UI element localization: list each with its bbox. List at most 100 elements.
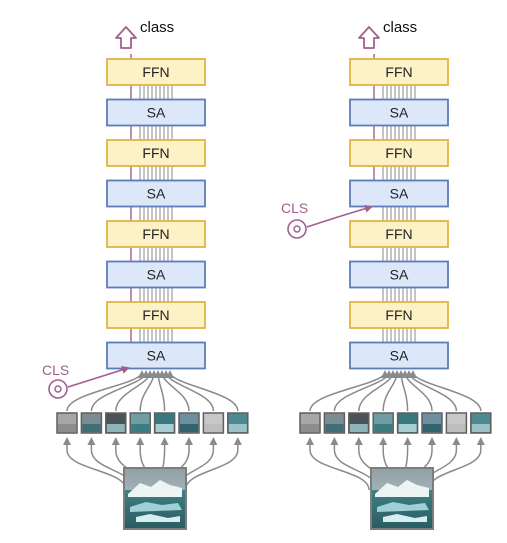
image-patch: [299, 412, 321, 434]
block-label: SA: [390, 348, 409, 364]
left-output: class: [115, 19, 174, 49]
sa-block: SA: [349, 341, 449, 370]
image-patch: [202, 412, 225, 434]
patch-to-sa-arrow: [139, 370, 158, 412]
sa-block: SA: [106, 98, 206, 127]
block-box: [349, 301, 449, 329]
right-patches: [299, 412, 492, 434]
patch-to-sa-arrow: [66, 370, 146, 412]
block-box: [106, 179, 206, 208]
block-box: [349, 98, 449, 127]
block-box: [106, 139, 206, 167]
block-label: FFN: [385, 307, 412, 323]
block-label: SA: [147, 267, 166, 283]
concentric-circle-icon-inner: [293, 225, 301, 233]
right-input-image: [370, 467, 434, 530]
image-patch: [80, 412, 103, 434]
block-label: SA: [390, 105, 409, 121]
block-label: FFN: [142, 226, 169, 242]
patch-to-sa-arrow: [90, 370, 150, 412]
ffn-block: FFN: [349, 301, 449, 329]
image-to-patch-arrow: [184, 437, 242, 491]
left-cls-label: CLS: [42, 362, 69, 378]
image-patch: [372, 412, 394, 434]
patch-to-sa-arrow: [382, 370, 401, 412]
patch-to-sa-arrow: [166, 370, 239, 412]
ffn-block: FFN: [106, 220, 206, 248]
block-box: [349, 341, 449, 370]
right-cls-arrow: [306, 204, 373, 228]
image-patch: [445, 412, 468, 434]
block-box: [106, 341, 206, 370]
patch-to-sa-arrow: [162, 370, 215, 412]
image-patch: [105, 412, 127, 434]
patch-to-sa-arrow: [358, 370, 397, 412]
ffn-block: FFN: [106, 301, 206, 329]
block-label: SA: [390, 186, 409, 202]
block-label: SA: [147, 105, 166, 121]
right-class-label: class: [383, 19, 417, 36]
image-patch: [153, 412, 176, 434]
block-label: SA: [147, 186, 166, 202]
sa-block: SA: [106, 260, 206, 289]
patch-to-sa-arrow: [115, 370, 154, 412]
left-blocks: FFN SA FFN SA FFN SA FFN SA: [106, 58, 206, 370]
ffn-block: FFN: [106, 58, 206, 86]
block-label: FFN: [142, 64, 169, 80]
left-class-label: class: [140, 19, 174, 36]
hollow-up-arrow-icon: [358, 26, 380, 49]
ffn-block: FFN: [349, 220, 449, 248]
right-cls-label: CLS: [281, 200, 308, 216]
image-to-patch-arrow: [63, 437, 127, 491]
block-label: SA: [147, 348, 166, 364]
patch-to-sa-arrow: [409, 370, 482, 412]
image-patch: [323, 412, 346, 434]
patch-to-sa-arrow: [333, 370, 393, 412]
block-label: FFN: [142, 145, 169, 161]
sa-block: SA: [349, 98, 449, 127]
concentric-circle-icon: [48, 379, 68, 399]
block-box: [349, 260, 449, 289]
image-patch: [470, 412, 492, 434]
block-label: FFN: [385, 226, 412, 242]
block-box: [106, 220, 206, 248]
image-patch: [178, 412, 200, 434]
patch-to-sa-arrow: [405, 370, 458, 412]
sa-block: SA: [349, 260, 449, 289]
ffn-block: FFN: [106, 139, 206, 167]
right-output: class: [358, 19, 417, 49]
block-label: FFN: [385, 64, 412, 80]
image-patch: [348, 412, 370, 434]
left-panel: FFN SA FFN SA FFN SA FFN SA class CLS: [42, 19, 249, 530]
sa-block: SA: [106, 341, 206, 370]
concentric-circle-icon-inner: [54, 385, 62, 393]
block-label: FFN: [142, 307, 169, 323]
image-to-patch-arrow: [306, 437, 370, 491]
right-cls-token: CLS: [281, 200, 373, 239]
concentric-circle-icon: [287, 219, 307, 239]
right-panel: FFN SA FFN SA FFN SA FFN SA class CLS: [281, 19, 492, 530]
image-to-patch-arrow: [427, 437, 485, 491]
block-box: [106, 301, 206, 329]
left-cls-token: CLS: [42, 362, 130, 399]
right-blocks: FFN SA FFN SA FFN SA FFN SA: [349, 58, 449, 370]
hollow-up-arrow-icon: [115, 26, 137, 49]
block-box: [349, 179, 449, 208]
left-cls-arrow: [67, 366, 130, 388]
left-patches: [56, 412, 249, 434]
block-box: [106, 260, 206, 289]
ffn-block: FFN: [349, 58, 449, 86]
sa-block: SA: [106, 179, 206, 208]
image-patch: [396, 412, 419, 434]
ffn-block: FFN: [349, 139, 449, 167]
image-patch: [56, 412, 78, 434]
block-box: [349, 139, 449, 167]
block-label: SA: [390, 267, 409, 283]
block-box: [349, 220, 449, 248]
left-input-image: [123, 467, 187, 530]
block-label: FFN: [385, 145, 412, 161]
block-box: [106, 58, 206, 86]
block-box: [349, 58, 449, 86]
image-patch: [129, 412, 151, 434]
